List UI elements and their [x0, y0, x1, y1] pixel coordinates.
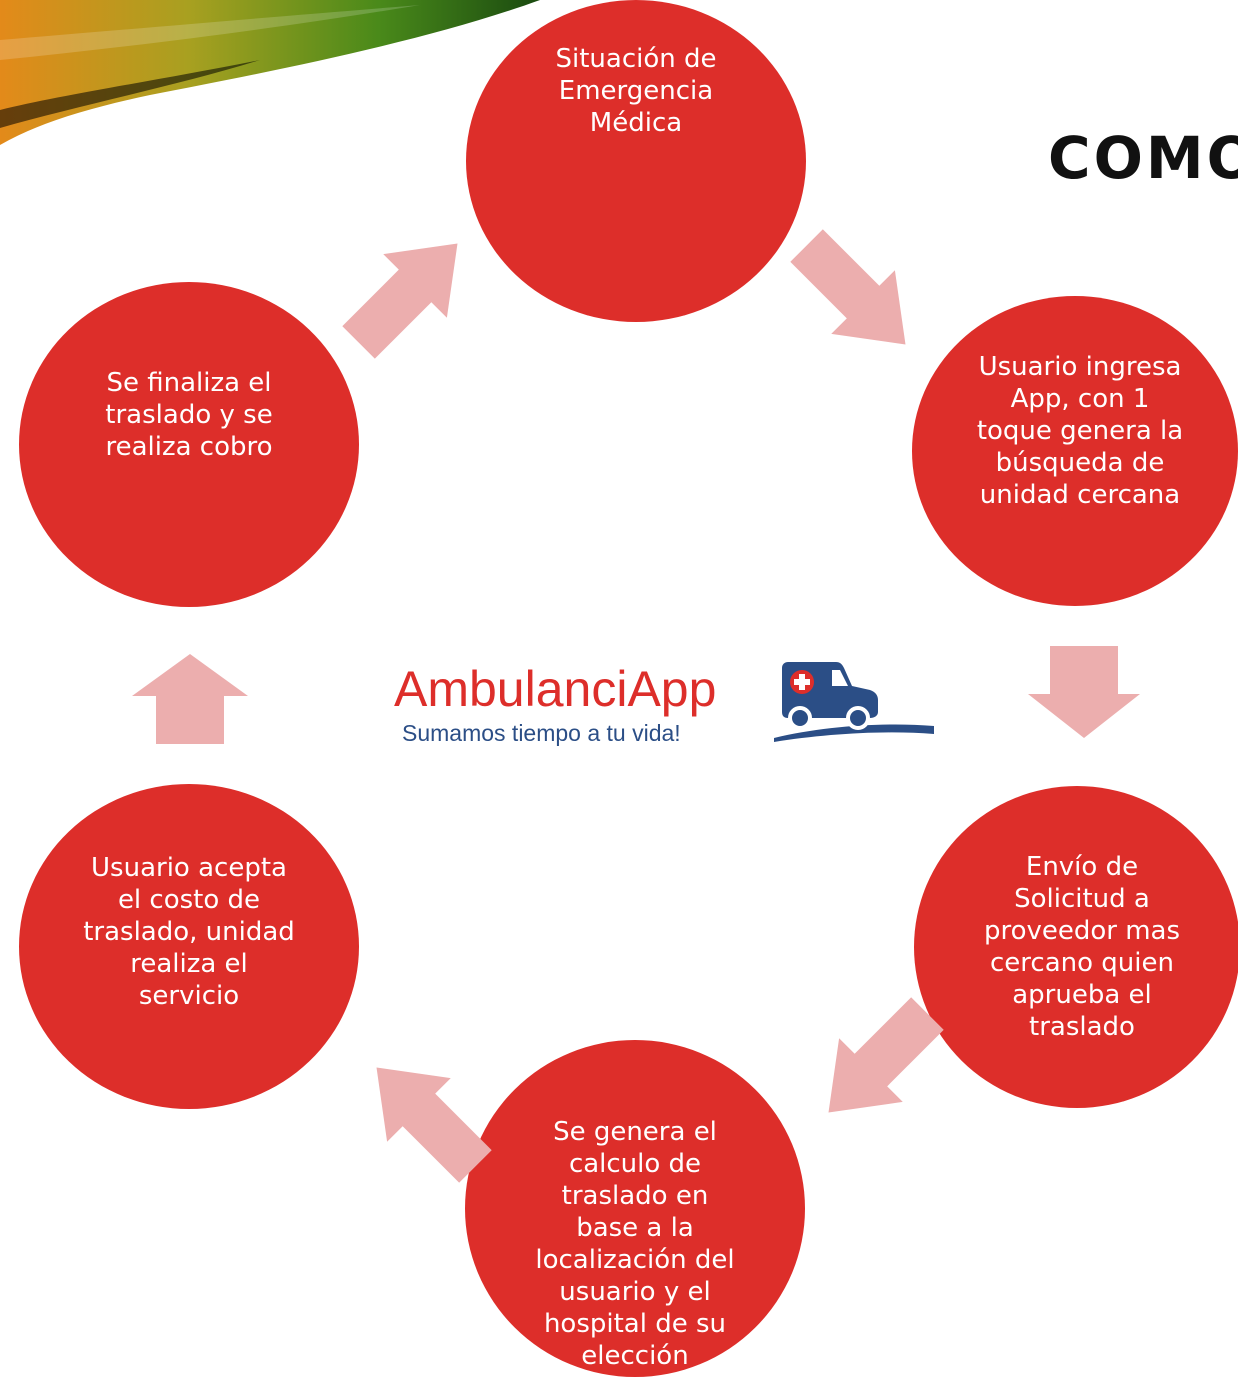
page-title: COMO: [1048, 124, 1238, 192]
step-emergency-label: Situación de Emergencia Médica: [555, 44, 717, 138]
step-emergency: Situación de Emergencia Médica: [466, 0, 806, 322]
step-send-request: Envío de Solicitud a proveedor mas cerca…: [914, 786, 1238, 1108]
logo-name: AmbulanciApp: [394, 661, 717, 717]
arrow-icon: [797, 982, 960, 1145]
step-finalize: Se finaliza el traslado y se realiza cob…: [19, 282, 359, 607]
ambulanciapp-logo: AmbulanciApp Sumamos tiempo a tu vida!: [394, 656, 934, 756]
arrow-icon: [345, 1036, 508, 1199]
step-user-accepts-label: Usuario acepta el costo de traslado, uni…: [83, 852, 295, 1011]
step-finalize-label: Se finaliza el traslado y se realiza cob…: [105, 367, 273, 462]
logo-tagline: Sumamos tiempo a tu vida!: [402, 720, 681, 746]
step-send-request-label: Envío de Solicitud a proveedor mas cerca…: [983, 852, 1181, 1042]
step-user-accepts: Usuario acepta el costo de traslado, uni…: [19, 784, 359, 1109]
arrow-icon: [1028, 646, 1140, 738]
arrow-icon: [132, 654, 248, 744]
step-user-opens-app: Usuario ingresa App, con 1 toque genera …: [912, 296, 1238, 606]
ambulance-icon: [774, 662, 934, 742]
step-calculate-transfer: Se genera el calculo de traslado en base…: [465, 1040, 805, 1377]
step-calculate-transfer-label: Se genera el calculo de traslado en base…: [535, 1116, 735, 1371]
brush-stroke-decoration: [0, 0, 540, 145]
arrow-icon: [327, 212, 490, 375]
step-user-opens-app-label: Usuario ingresa App, con 1 toque genera …: [976, 352, 1184, 510]
arrow-icon: [775, 214, 938, 377]
